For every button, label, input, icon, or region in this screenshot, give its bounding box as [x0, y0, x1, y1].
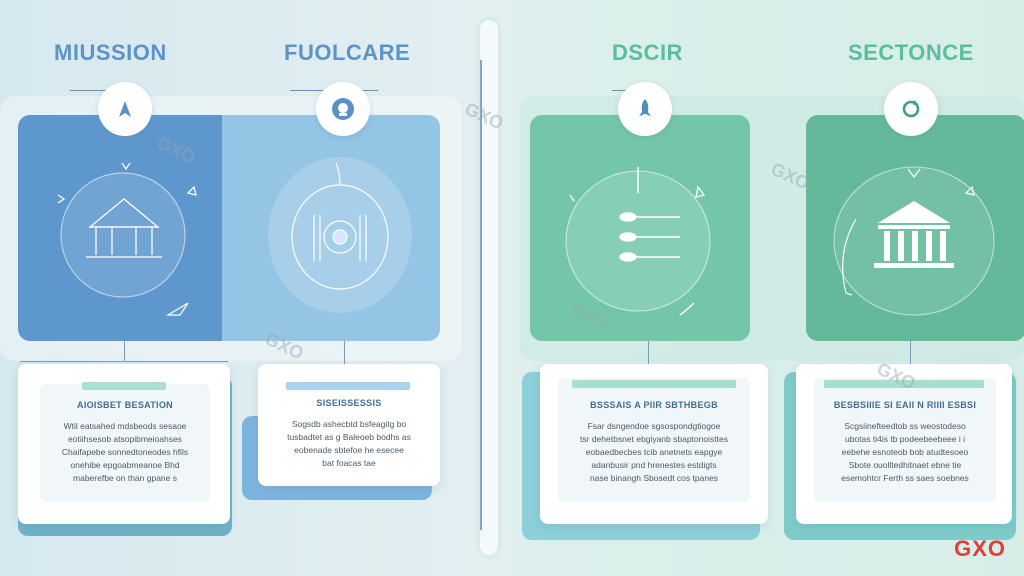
mission-info-card[interactable]: AIOISBET BESATION Wtil eatsahed mdsbeods… [18, 364, 230, 524]
sectonce-illustration-panel [806, 115, 1024, 341]
card-title: SISEISSESSIS [316, 398, 382, 408]
heading-sectonce: SECTONCE [848, 40, 974, 65]
fuolcare-info-card[interactable]: SISEISSESSIS Sogsdb ashecbtd bsfeagitg b… [258, 364, 440, 486]
mission-illustration-panel [18, 115, 238, 341]
fuolcare-illustration-panel [222, 115, 440, 341]
connector-line [910, 341, 911, 365]
heading-mission: MIUSSION [54, 40, 167, 65]
card-title: BESBSIIIE SI EAII N RIIII ESBSI [833, 400, 977, 410]
badge-icon-button[interactable] [316, 82, 370, 136]
badge-illustration [268, 157, 412, 313]
sectonce-info-card[interactable]: BESBSIIIE SI EAII N RIIII ESBSI Scgsiine… [796, 364, 1012, 524]
center-divider [480, 20, 498, 555]
card-title: AIOISBET BESATION [77, 400, 173, 410]
connector-line [124, 341, 125, 361]
tools-illustration [565, 167, 711, 316]
bank-illustration [833, 166, 995, 316]
connector-line [648, 341, 649, 365]
navigation-icon-button[interactable] [98, 82, 152, 136]
temple-illustration [57, 162, 197, 316]
dscir-info-card[interactable]: BSSSAIS A PIIR SBTHBEGB Fsar dsngendoe s… [540, 364, 768, 524]
heading-dscir: DSCIR [612, 40, 683, 65]
refresh-icon-button[interactable] [884, 82, 938, 136]
heading-fuolcare: FUOLCARE [284, 40, 411, 65]
gxo-logo: GXO [954, 536, 1006, 561]
refresh-icon [902, 100, 920, 118]
connector-line [20, 361, 228, 362]
connector-line [70, 90, 110, 91]
rocket-icon [639, 99, 651, 116]
card-title: BSSSAIS A PIIR SBTHBEGB [590, 400, 718, 410]
badge-icon [332, 98, 354, 120]
dscir-illustration-panel [530, 115, 750, 341]
navigation-icon [119, 101, 131, 117]
rocket-icon-button[interactable] [618, 82, 672, 136]
connector-line [344, 341, 345, 365]
